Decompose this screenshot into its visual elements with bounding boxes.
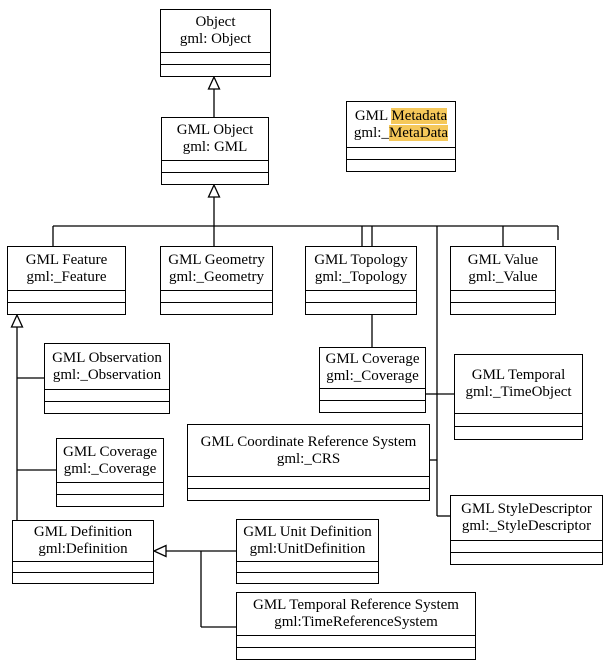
operations-compartment xyxy=(161,64,270,76)
attributes-compartment xyxy=(13,561,153,572)
class-coverage-left-type: gml:_Coverage xyxy=(63,460,157,477)
operations-compartment xyxy=(8,302,125,314)
class-geometry-title: GML Geometry xyxy=(168,251,265,268)
class-object-type: gml: Object xyxy=(179,31,252,47)
inheritance-arrowhead-feature xyxy=(10,313,24,328)
attributes-compartment xyxy=(306,290,416,302)
class-crs-type: gml:_CRS xyxy=(276,450,341,467)
class-crs-title: GML Coordinate Reference System xyxy=(200,433,417,450)
inheritance-arrowhead-definition xyxy=(152,544,167,558)
class-value-type: gml:_Value xyxy=(468,268,538,285)
operations-compartment xyxy=(161,302,272,314)
attributes-compartment xyxy=(237,635,475,647)
operations-compartment xyxy=(451,552,602,564)
class-metadata-type: gml:_MetaData xyxy=(353,124,449,141)
attributes-compartment xyxy=(57,482,163,494)
class-value-title: GML Value xyxy=(467,251,539,268)
attributes-compartment xyxy=(451,540,602,552)
attributes-compartment xyxy=(162,160,268,172)
class-definition-type: gml:Definition xyxy=(38,541,128,557)
operations-compartment xyxy=(347,159,455,171)
operations-compartment xyxy=(237,647,475,659)
class-object-title: Object xyxy=(195,14,236,30)
class-temporal-type: gml:_TimeObject xyxy=(465,384,572,400)
attributes-compartment xyxy=(347,147,455,159)
operations-compartment xyxy=(188,488,429,500)
operations-compartment xyxy=(306,302,416,314)
operations-compartment xyxy=(162,172,268,184)
class-coverage-right-title: GML Coverage xyxy=(325,351,420,367)
attributes-compartment xyxy=(161,52,270,64)
attributes-compartment xyxy=(451,290,555,302)
class-observation-type: gml:_Observation xyxy=(52,366,162,383)
class-feature-title: GML Feature xyxy=(25,251,108,268)
attributes-compartment xyxy=(237,561,378,572)
class-unit-definition-type: gml:UnitDefinition xyxy=(249,540,366,557)
class-observation-title: GML Observation xyxy=(52,349,162,366)
class-style-title: GML StyleDescriptor xyxy=(461,501,592,517)
class-geometry-type: gml:_Geometry xyxy=(169,268,264,285)
class-temporal-crs-title: GML Temporal Reference System xyxy=(253,597,459,613)
highlighted-term: Metadata xyxy=(391,107,448,124)
operations-compartment xyxy=(455,426,582,439)
class-gml-object-type: gml: GML xyxy=(182,139,248,155)
operations-compartment xyxy=(45,401,169,413)
operations-compartment xyxy=(13,572,153,583)
class-topology-type: gml:_Topology xyxy=(314,268,408,285)
class-temporal-crs-type: gml:TimeReferenceSystem xyxy=(274,614,438,630)
operations-compartment xyxy=(237,572,378,583)
attributes-compartment xyxy=(188,476,429,488)
operations-compartment xyxy=(57,494,163,506)
class-coverage-right-type: gml:_Coverage xyxy=(326,368,419,384)
class-gml-object-title: GML Object xyxy=(176,122,254,138)
class-temporal-title: GML Temporal xyxy=(471,367,566,383)
operations-compartment xyxy=(320,400,425,412)
class-feature-type: gml:_Feature xyxy=(26,268,107,285)
attributes-compartment xyxy=(161,290,272,302)
attributes-compartment xyxy=(45,389,169,401)
attributes-compartment xyxy=(455,413,582,426)
class-unit-definition-title: GML Unit Definition xyxy=(243,523,372,540)
class-coverage-left-title: GML Coverage xyxy=(63,443,157,460)
inheritance-arrowhead-gmlobject xyxy=(207,183,221,198)
inheritance-arrowhead-object xyxy=(207,75,221,90)
class-topology-title: GML Topology xyxy=(314,251,408,268)
class-metadata-title: GML Metadata xyxy=(354,107,448,124)
class-style-type: gml:_StyleDescriptor xyxy=(461,518,592,534)
attributes-compartment xyxy=(8,290,125,302)
attributes-compartment xyxy=(320,388,425,400)
highlighted-term: MetaData xyxy=(388,124,449,141)
operations-compartment xyxy=(451,302,555,314)
class-definition-title: GML Definition xyxy=(33,524,133,540)
